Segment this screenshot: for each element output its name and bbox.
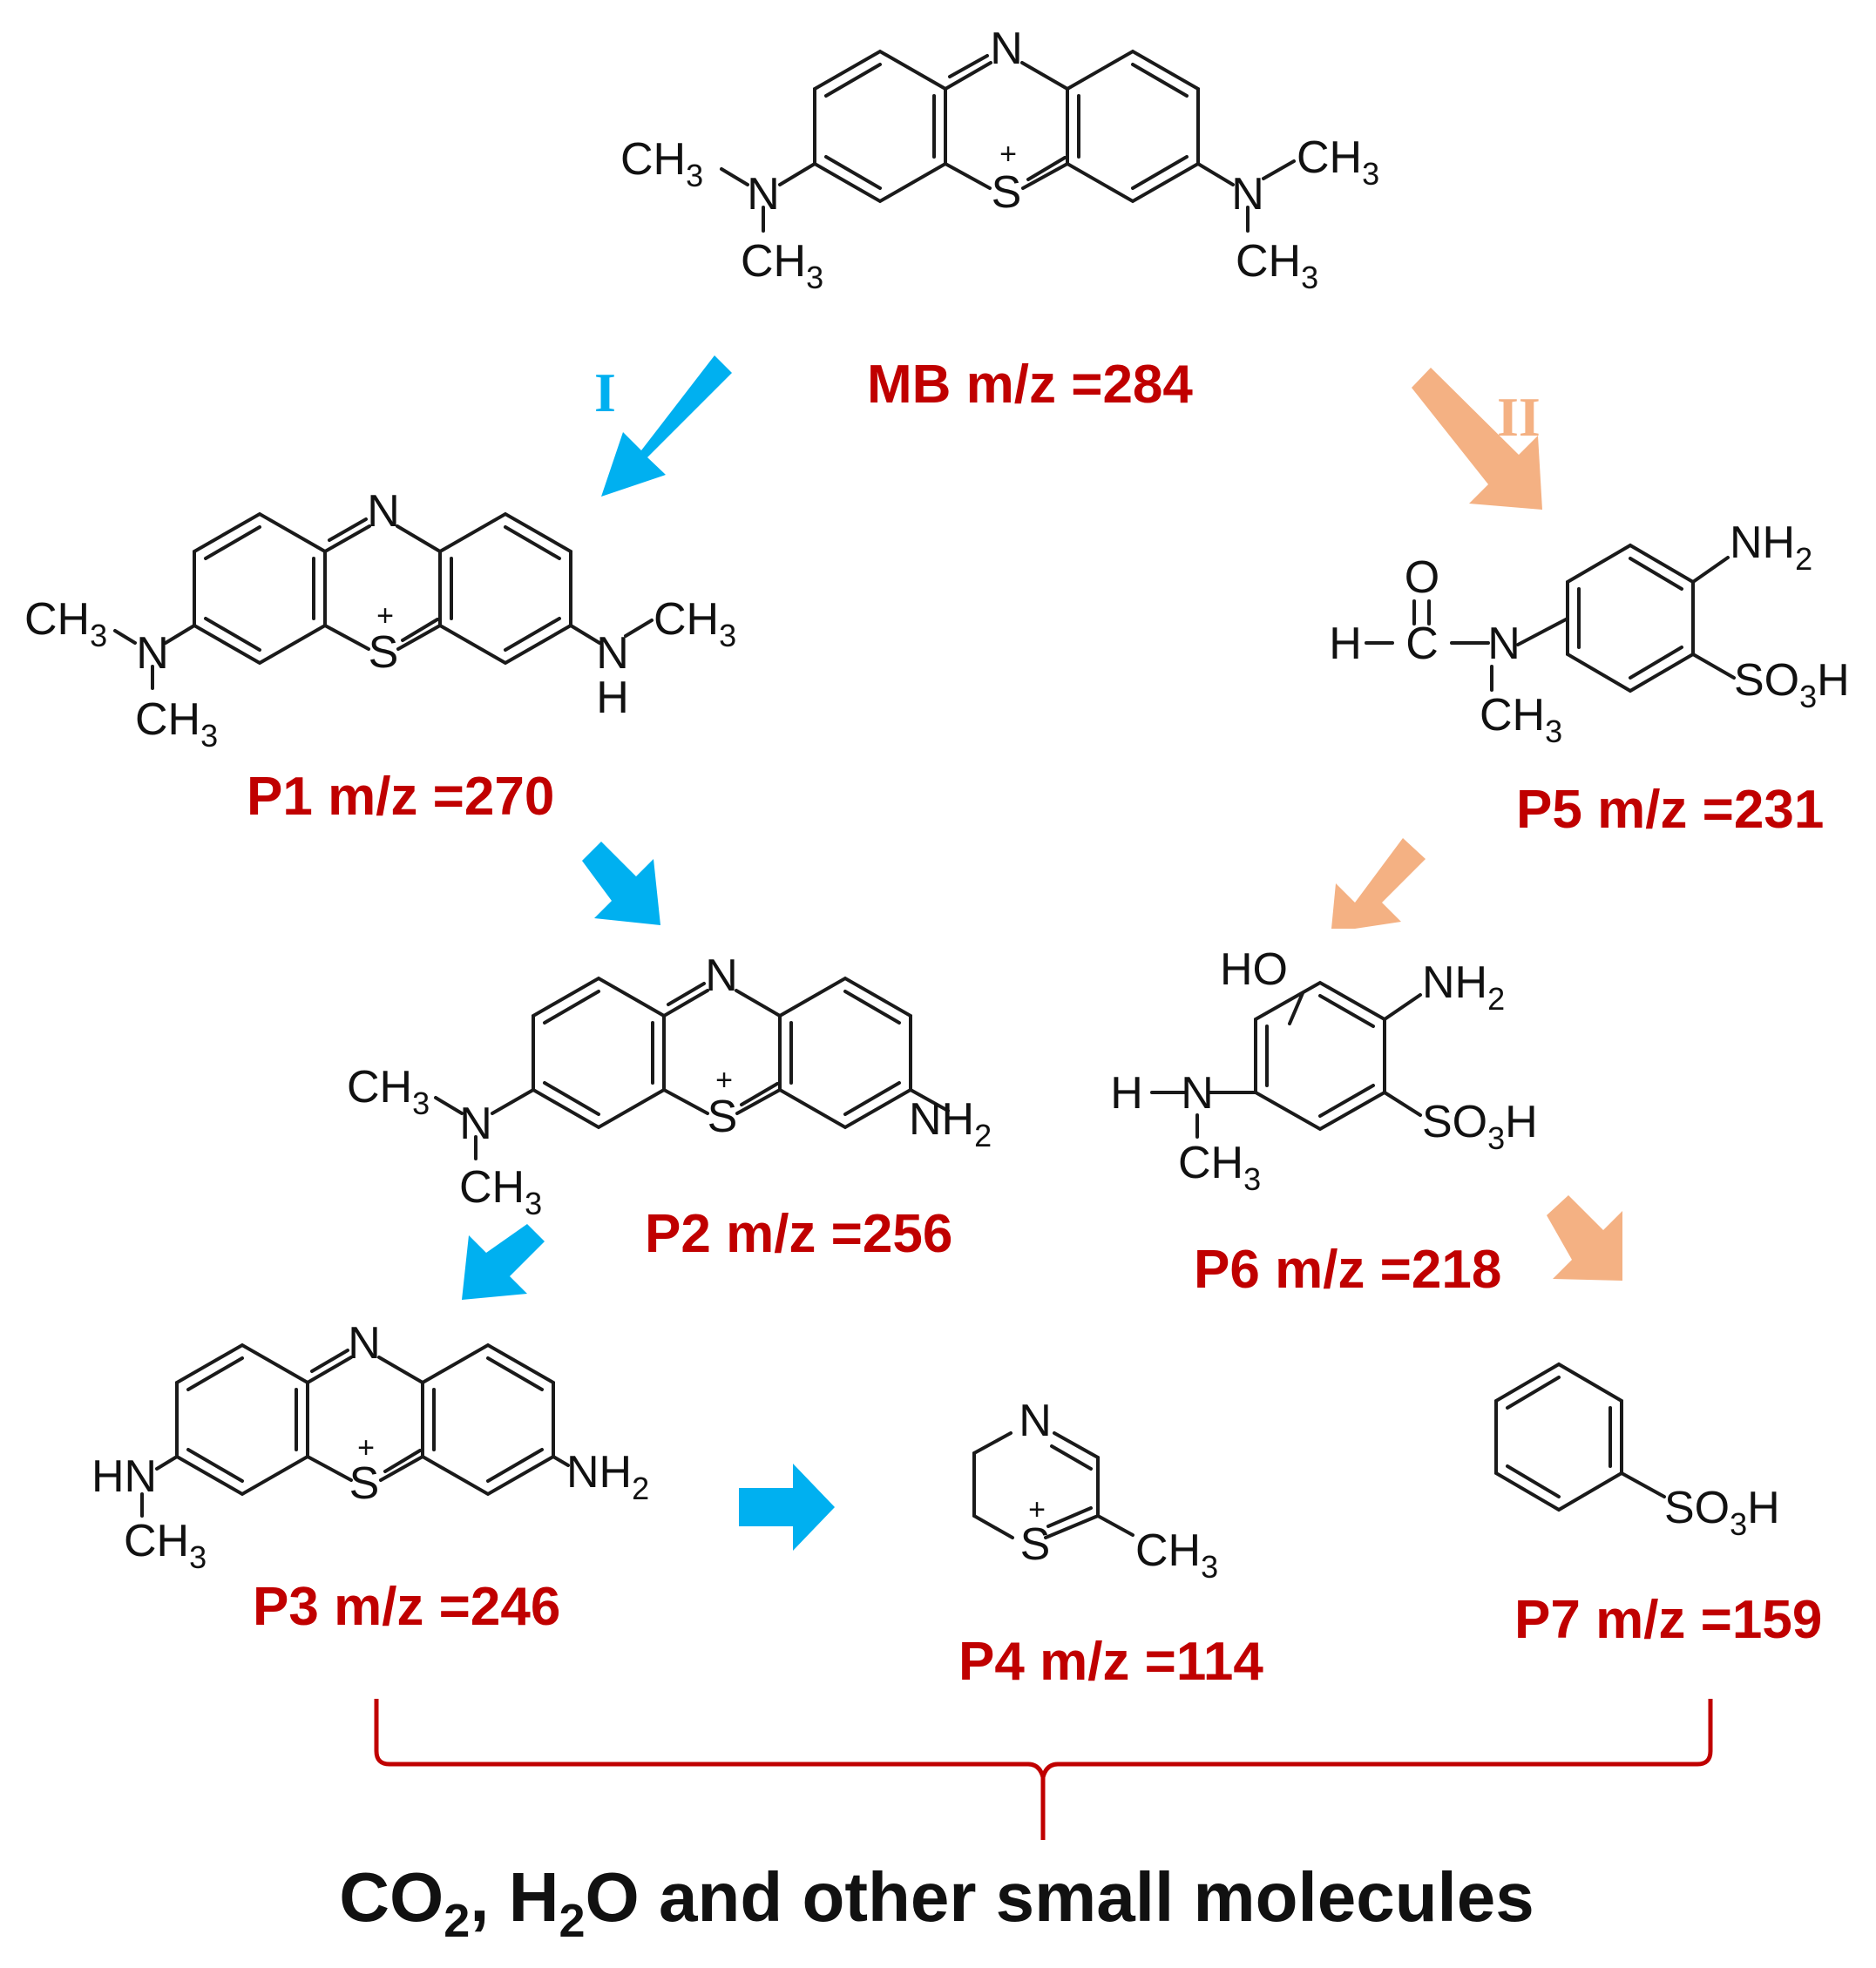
p1-n-left: N: [136, 628, 169, 679]
final-products-text: CO2, H2O and other small molecules: [339, 1858, 1534, 1947]
structure-p5: O H C N CH3 NH2 SO3H: [1329, 517, 1850, 749]
mb-ch3-right-b: CH3: [1236, 236, 1318, 295]
p3-ring-s: S: [349, 1458, 380, 1509]
structure-mb: N S + N N CH3 CH3 CH3 CH3: [620, 24, 1379, 295]
p2-charge: +: [715, 1064, 733, 1097]
mb-ring-n: N: [990, 24, 1023, 74]
p4-ch3: CH3: [1135, 1525, 1218, 1585]
label-p4: P4 m/z =114: [958, 1632, 1263, 1692]
label-mb: MB m/z =284: [867, 355, 1193, 415]
mb-n-right: N: [1231, 169, 1264, 220]
bracket: [374, 1699, 1713, 1840]
p1-ch3-right: CH3: [654, 594, 736, 653]
structure-p2: N S + N CH3 CH3 NH2: [347, 950, 992, 1221]
p2-nh2: NH2: [909, 1094, 992, 1153]
mb-ch3-left-b: CH3: [741, 236, 823, 295]
pathway-1-arrows: [462, 355, 835, 1551]
p6-so3h: SO3H: [1422, 1097, 1538, 1156]
p1-h-right: H: [596, 673, 629, 723]
pathway-2-label: II: [1497, 386, 1541, 448]
p3-charge: +: [357, 1431, 375, 1464]
p4-s: S: [1020, 1519, 1051, 1570]
mb-n-left: N: [747, 169, 780, 220]
p5-nh2: NH2: [1730, 517, 1812, 577]
p5-c: C: [1405, 619, 1439, 669]
pathway-1-label: I: [594, 362, 616, 423]
p5-ch3: CH3: [1480, 690, 1562, 749]
p4-charge: +: [1028, 1493, 1046, 1526]
p1-ring-s: S: [369, 627, 399, 678]
p6-h: H: [1110, 1068, 1143, 1119]
p3-hn: HN: [91, 1451, 157, 1502]
mb-ch3-right-a: CH3: [1297, 132, 1379, 192]
arrow-p5-to-p6: [1331, 838, 1426, 929]
structure-p7: SO3H: [1494, 1362, 1780, 1542]
label-p5: P5 m/z =231: [1516, 780, 1824, 840]
p1-ring-n: N: [367, 486, 400, 537]
arrow-mb-to-p1: [601, 355, 732, 497]
arrow-p3-to-p4: [739, 1464, 835, 1551]
p2-ring-s: S: [708, 1092, 738, 1142]
p5-o: O: [1405, 552, 1439, 603]
p6-ho: HO: [1220, 944, 1288, 995]
p3-ring-n: N: [348, 1318, 381, 1369]
arrow-p2-to-p3: [462, 1224, 545, 1300]
label-p2: P2 m/z =256: [645, 1204, 952, 1264]
p2-ring-n: N: [705, 950, 738, 1001]
p1-charge: +: [376, 599, 394, 632]
p1-n-right: N: [596, 628, 629, 679]
structure-p3: N S + HN CH3 NH2: [91, 1318, 649, 1575]
p2-n-left: N: [459, 1099, 492, 1149]
structure-p4: N S + CH3: [972, 1396, 1218, 1585]
label-p6: P6 m/z =218: [1194, 1240, 1501, 1300]
arrow-p6-to-p7: [1547, 1195, 1622, 1281]
p6-n: N: [1181, 1068, 1214, 1119]
p2-ch3-left-b: CH3: [459, 1162, 542, 1221]
p3-ch3: CH3: [124, 1516, 207, 1575]
label-p7: P7 m/z =159: [1514, 1590, 1822, 1650]
p6-ch3: CH3: [1178, 1138, 1261, 1197]
mb-charge: +: [999, 138, 1017, 171]
p5-n: N: [1487, 619, 1520, 669]
arrow-mb-to-p5: [1412, 368, 1542, 510]
p5-h: H: [1329, 619, 1362, 669]
pathway-2-arrows: [1331, 368, 1622, 1281]
p7-so3h: SO3H: [1664, 1483, 1780, 1542]
p3-nh2: NH2: [566, 1447, 649, 1506]
mb-ring-s: S: [992, 167, 1022, 218]
p5-so3h: SO3H: [1734, 655, 1850, 714]
p2-ch3-left-a: CH3: [347, 1062, 430, 1121]
structure-p6: HO H N CH3 NH2 SO3H: [1110, 944, 1538, 1197]
p4-n: N: [1019, 1396, 1052, 1446]
label-p3: P3 m/z =246: [253, 1577, 560, 1637]
mb-ch3-left-a: CH3: [620, 134, 703, 193]
label-p1: P1 m/z =270: [247, 767, 554, 827]
p6-nh2: NH2: [1422, 957, 1505, 1017]
p1-ch3-left-a: CH3: [24, 594, 107, 653]
p1-ch3-left-b: CH3: [135, 694, 218, 754]
arrow-p1-to-p2: [582, 842, 660, 925]
structure-p1: N S + N N H CH3 CH3 CH3: [24, 486, 736, 754]
